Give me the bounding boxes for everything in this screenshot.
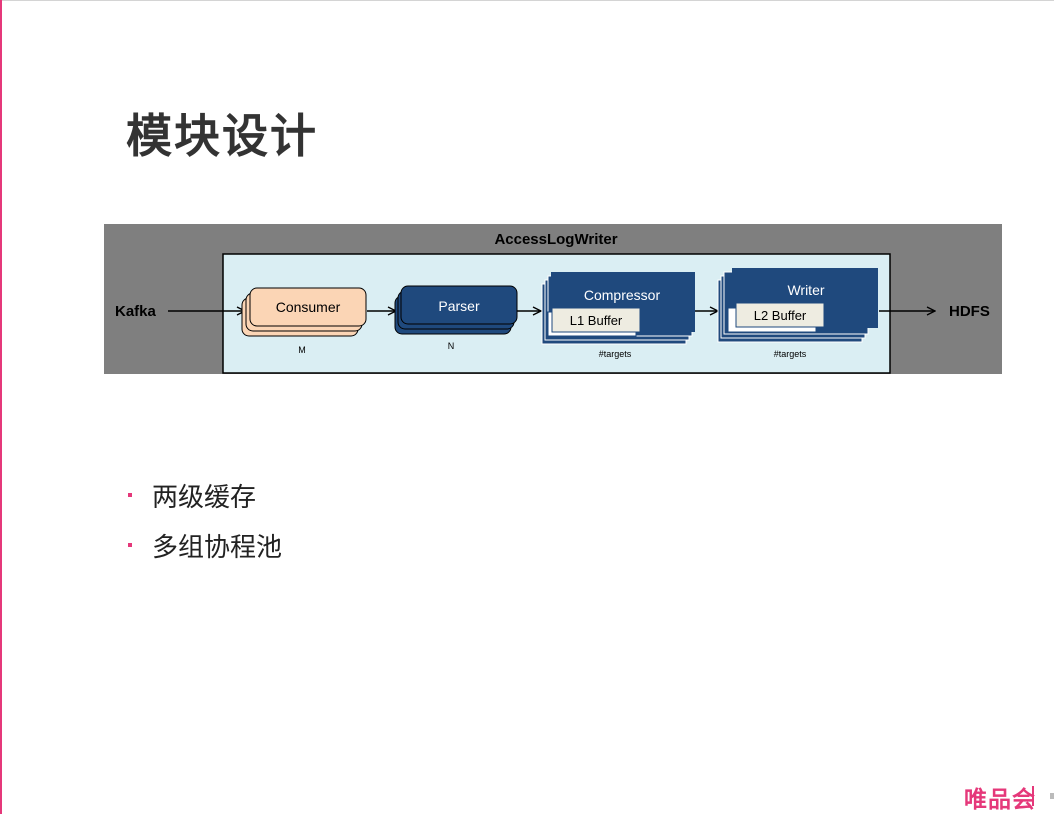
consumer-count: M	[298, 345, 306, 355]
architecture-diagram: AccessLogWriter Kafka HDFS Consumer M Pa…	[104, 224, 1002, 374]
slide-title: 模块设计	[126, 109, 318, 163]
parser-count: N	[448, 341, 455, 351]
bullet-marker-icon	[128, 493, 132, 497]
consumer-stage: Consumer	[241, 287, 367, 337]
compressor-count: #targets	[599, 349, 632, 359]
l1-buffer-label: L1 Buffer	[570, 313, 623, 328]
container-label: AccessLogWriter	[494, 231, 617, 248]
bullet-item: 两级缓存	[126, 478, 282, 513]
bullet-list: 两级缓存 多组协程池	[126, 478, 282, 578]
compressor-label: Compressor	[584, 287, 661, 303]
bullet-text: 多组协程池	[152, 532, 283, 563]
brand-separator	[1032, 786, 1034, 806]
bullet-item: 多组协程池	[126, 528, 283, 563]
page-edge-mark	[1050, 793, 1054, 799]
compressor-stage: Compressor L1 Buffer	[541, 272, 695, 345]
top-rule	[0, 0, 1054, 1]
bullet-text: 两级缓存	[152, 482, 257, 513]
accent-bar	[0, 0, 2, 814]
sink-label: HDFS	[949, 303, 990, 320]
source-label: Kafka	[115, 303, 157, 320]
writer-count: #targets	[774, 349, 807, 359]
bullet-marker-icon	[128, 543, 132, 547]
parser-label: Parser	[438, 298, 480, 314]
l2-buffer-label: L2 Buffer	[754, 308, 807, 323]
parser-stage: Parser	[394, 285, 518, 335]
writer-label: Writer	[787, 282, 824, 298]
writer-stage: Writer L2 Buffer	[717, 268, 878, 343]
brand-logo: 唯品会	[964, 787, 1036, 813]
consumer-label: Consumer	[276, 299, 341, 315]
